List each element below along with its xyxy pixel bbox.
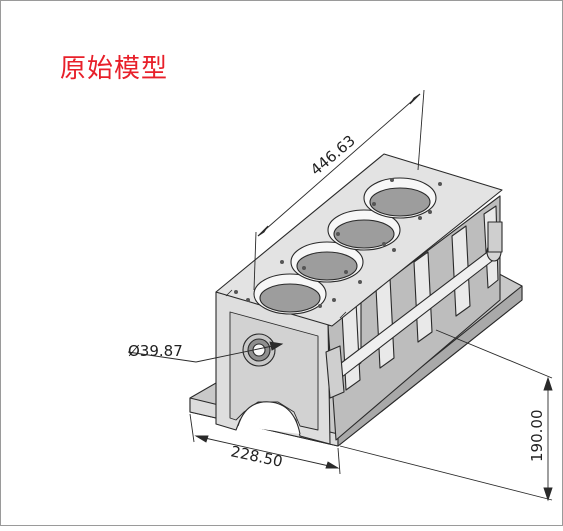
dimension-lines bbox=[127, 89, 553, 502]
front-port bbox=[242, 333, 276, 367]
page-title: 原始模型 bbox=[60, 54, 169, 84]
cylinder-bores bbox=[253, 177, 437, 315]
bolt-holes bbox=[234, 178, 442, 308]
dim-height-label: 190.00 bbox=[528, 410, 546, 463]
dim-bore-diameter-label: Ø39.87 bbox=[128, 342, 183, 360]
side-rod bbox=[325, 221, 503, 399]
engine-block-model bbox=[189, 153, 523, 447]
